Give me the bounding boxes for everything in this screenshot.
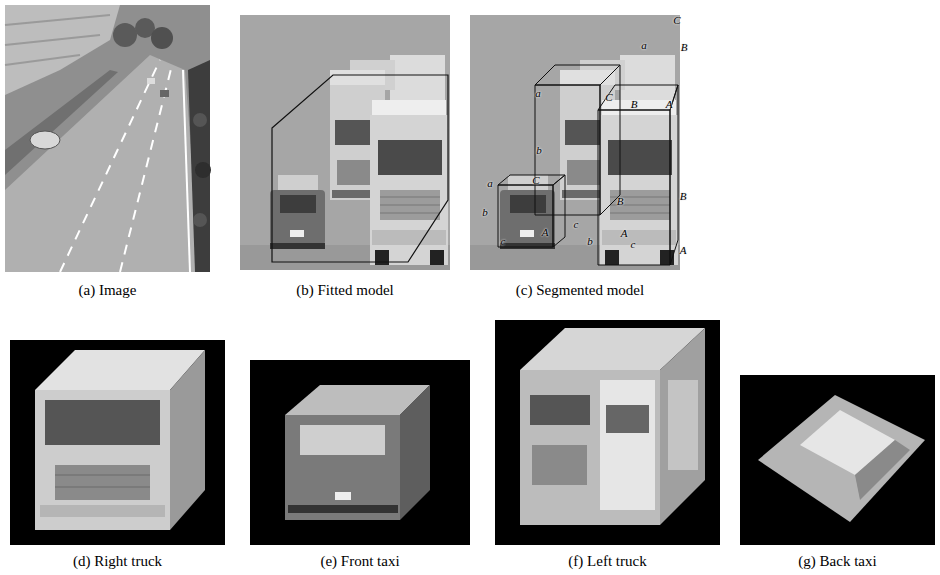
right-truck-texture (170, 350, 205, 530)
left-truck-texture (668, 380, 698, 470)
segmented-model-photo (553, 175, 565, 247)
part-label: b (587, 235, 593, 247)
part-label: b (482, 206, 488, 218)
part-label: B (617, 195, 624, 207)
left-truck-texture (660, 328, 705, 525)
right-truck-texture (35, 390, 170, 530)
part-label: b (536, 144, 542, 156)
panel-caption: (e) Front taxi (318, 552, 401, 570)
part-label: B (631, 98, 638, 110)
part-label: A (666, 98, 673, 110)
panel-caption: (g) Back taxi (796, 552, 878, 570)
front-taxi-texture (335, 492, 351, 500)
part-label: B (681, 41, 688, 53)
front-taxi-texture (300, 425, 385, 455)
part-label: A (680, 244, 687, 256)
left-truck-texture (532, 445, 587, 485)
road-photo (5, 5, 210, 272)
part-label: a (641, 39, 647, 51)
panel-caption: (f) Left truck (566, 552, 648, 570)
figure-panel: (d) Right truck (10, 340, 225, 570)
part-label: c (574, 218, 579, 230)
road-photo (147, 78, 155, 84)
figure-panel: (f) Left truck (495, 320, 720, 570)
panel-caption: (c) Segmented model (514, 281, 646, 299)
road-photo (30, 131, 60, 149)
figure-panel: (g) Back taxi (740, 375, 935, 570)
front-taxi-texture (288, 505, 398, 513)
panel-caption: (d) Right truck (71, 552, 164, 570)
part-label: a (535, 87, 541, 99)
fitted-model-photo (240, 15, 450, 270)
road-photo (5, 55, 200, 272)
back-taxi-texture (855, 440, 910, 500)
part-label: c (631, 238, 636, 250)
part-label: c (501, 235, 506, 247)
back-taxi-texture (740, 375, 935, 545)
road-photo (113, 23, 137, 47)
part-label: C (605, 91, 612, 103)
right-truck-texture (10, 340, 225, 545)
segmented-model-photo (470, 15, 680, 270)
segmented-model-photo (535, 85, 600, 215)
road-photo (193, 213, 207, 227)
part-label: C (532, 174, 539, 186)
right-truck-texture (45, 400, 160, 445)
road-photo (5, 15, 110, 25)
left-truck-texture (495, 320, 720, 545)
front-taxi-texture (250, 360, 470, 545)
road-photo (151, 27, 173, 49)
road-photo (60, 60, 160, 272)
right-truck-texture (40, 505, 165, 517)
figure-panel: (a) Image (5, 5, 210, 299)
part-label: C (673, 14, 680, 26)
right-truck-texture (10, 340, 225, 545)
road-photo (160, 90, 169, 97)
fitted-model-photo (240, 15, 450, 270)
part-label: A (542, 226, 549, 238)
front-taxi-texture (400, 385, 430, 520)
segmented-model-photo (535, 65, 620, 85)
road-photo (193, 113, 207, 127)
road-photo (183, 70, 190, 272)
road-photo (188, 60, 210, 272)
back-taxi-texture (758, 395, 925, 522)
left-truck-texture (520, 370, 660, 525)
figure-panel: (b) Fitted model (240, 15, 450, 299)
segmented-model-photo (598, 110, 670, 265)
left-truck-texture (495, 320, 720, 545)
segmented-model-photo (598, 85, 678, 110)
road-photo (195, 162, 211, 178)
figure-panel: (e) Front taxi (250, 360, 470, 570)
panel-caption: (b) Fitted model (294, 281, 396, 299)
segmented-model-photo (498, 65, 678, 265)
right-truck-texture (55, 465, 150, 500)
front-taxi-texture (250, 360, 470, 545)
road-photo (5, 5, 211, 272)
left-truck-texture (600, 380, 655, 510)
road-photo (5, 55, 80, 65)
segmented-model-photo (600, 65, 620, 215)
left-truck-texture (530, 395, 590, 425)
segmented-model-photo (670, 85, 678, 265)
part-label: a (487, 177, 493, 189)
road-photo (5, 35, 100, 45)
right-truck-texture (55, 475, 150, 476)
road-photo (5, 70, 118, 175)
segmented-model-photo (470, 15, 680, 270)
left-truck-texture (606, 405, 649, 433)
right-truck-texture (55, 487, 150, 488)
front-taxi-texture (285, 415, 400, 520)
fitted-model-photo (272, 75, 448, 262)
part-label: B (680, 190, 687, 202)
back-taxi-texture (740, 375, 935, 545)
road-photo (120, 65, 172, 272)
part-label: A (621, 227, 628, 239)
segmented-model-photo (498, 185, 553, 247)
panel-caption: (a) Image (77, 281, 139, 299)
figure-panel: (c) Segmented model (470, 15, 690, 299)
